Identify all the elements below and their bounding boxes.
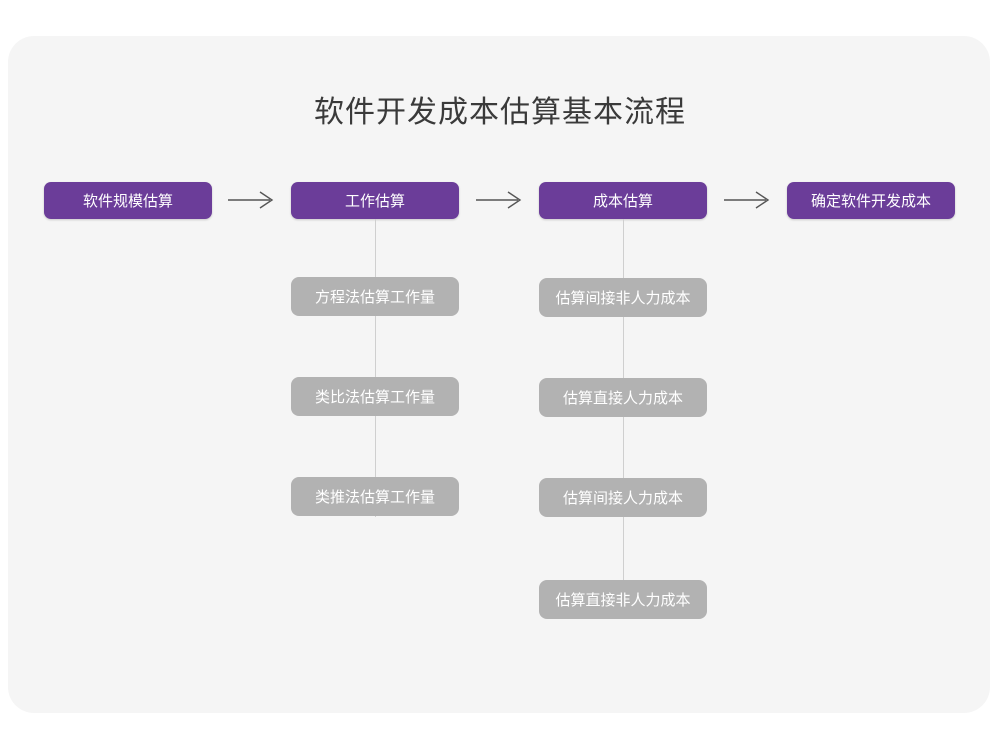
arrow-right-icon-3: [722, 188, 774, 212]
substep-node-indirect-non-labor-cost[interactable]: 估算间接非人力成本: [539, 278, 707, 317]
stage-node-determine-development-cost[interactable]: 确定软件开发成本: [787, 182, 955, 219]
stage-node-software-scale-estimation[interactable]: 软件规模估算: [44, 182, 212, 219]
page-title: 软件开发成本估算基本流程: [314, 96, 686, 129]
substep-node-direct-labor-cost[interactable]: 估算直接人力成本: [539, 378, 707, 417]
arrow-right-icon-2: [474, 188, 526, 212]
stage-node-effort-estimation[interactable]: 工作估算: [291, 182, 459, 219]
substep-node-equation-method-effort[interactable]: 方程法估算工作量: [291, 277, 459, 316]
diagram-card: [8, 36, 990, 713]
substep-node-indirect-labor-cost[interactable]: 估算间接人力成本: [539, 478, 707, 517]
connector-line-effort-column: [375, 219, 376, 517]
arrow-right-icon-1: [226, 188, 278, 212]
connector-line-cost-column: [623, 219, 624, 619]
substep-node-inference-method-effort[interactable]: 类推法估算工作量: [291, 477, 459, 516]
substep-node-direct-non-labor-cost[interactable]: 估算直接非人力成本: [539, 580, 707, 619]
stage-node-cost-estimation[interactable]: 成本估算: [539, 182, 707, 219]
substep-node-analogy-method-effort[interactable]: 类比法估算工作量: [291, 377, 459, 416]
